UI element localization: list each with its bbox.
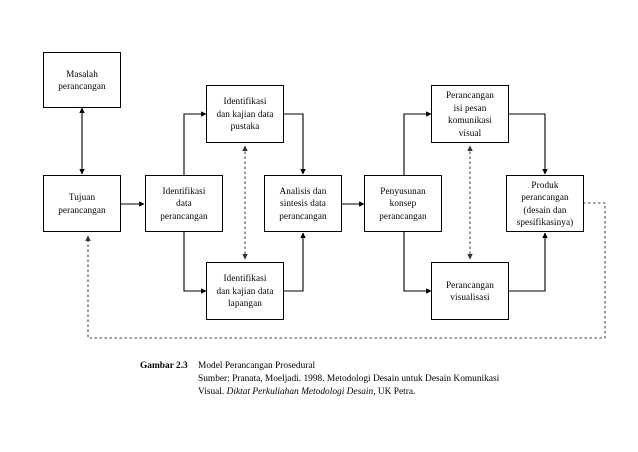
node-label: Tujuan perancangan: [58, 192, 106, 215]
caption-line-title: Gambar 2.3 Model Perancangan Prosedural: [140, 360, 560, 373]
connector-penyusunan-visualisasi: [403, 232, 432, 294]
node-identifikasi-kajian-data-pustaka: Identifikasi dan kajian data pustaka: [206, 85, 284, 143]
caption-source-prefix: Visual.: [198, 387, 227, 397]
node-label: Penyusunan konsep perancangan: [379, 185, 427, 221]
node-analisis-sintesis-data: Analisis dan sintesis data perancangan: [264, 175, 342, 232]
connector-isipesan-produk: [508, 113, 548, 175]
connector-identifikasi-lapangan: [183, 232, 207, 294]
connector-identifikasi-pustaka: [183, 111, 207, 175]
node-label: Analisis dan sintesis data perancangan: [279, 185, 327, 221]
node-produk-perancangan: Produk perancangan (desain dan spesifika…: [506, 175, 584, 232]
node-perancangan-isi-pesan: Perancangan isi pesan komunikasi visual: [431, 85, 509, 143]
connector-lapangan-analisis: [283, 232, 306, 292]
node-label: Masalah perancangan: [58, 68, 106, 92]
figure-caption: Gambar 2.3 Model Perancangan Prosedural S…: [140, 360, 560, 399]
node-label: Perancangan isi pesan komunikasi visual: [445, 90, 495, 138]
node-label: Perancangan visualisasi: [445, 279, 495, 303]
connector-dashed-feedback-loop: [85, 202, 606, 339]
node-tujuan-perancangan: Tujuan perancangan: [43, 175, 121, 232]
node-label: Identifikasi data perancangan: [160, 185, 208, 221]
caption-figure-number: Gambar 2.3: [140, 361, 188, 371]
caption-source-first: Sumber: Pranata, Moeljadi. 1998. Metodol…: [198, 374, 500, 384]
caption-title: Model Perancangan Prosedural: [198, 361, 316, 371]
node-label: Identifikasi dan kajian data pustaka: [216, 96, 274, 132]
connector-visualisasi-produk: [508, 232, 548, 292]
node-identifikasi-data-perancangan: Identifikasi data perancangan: [145, 175, 223, 232]
caption-line-source-2: Visual. Diktat Perkuliahan Metodologi De…: [140, 386, 560, 399]
connector-pustaka-analisis: [283, 113, 306, 175]
node-penyusunan-konsep-perancangan: Penyusunan konsep perancangan: [364, 175, 442, 232]
node-identifikasi-kajian-data-lapangan: Identifikasi dan kajian data lapangan: [206, 262, 284, 320]
node-masalah-perancangan: Masalah perancangan: [43, 52, 121, 108]
caption-source-italic-title: Diktat Perkuliahan Metodologi Desain: [226, 387, 374, 397]
caption-source-suffix: , UK Petra.: [373, 387, 416, 397]
caption-line-source-1: Sumber: Pranata, Moeljadi. 1998. Metodol…: [140, 373, 560, 386]
connector-penyusunan-isipesan: [403, 111, 432, 175]
node-label: Identifikasi dan kajian data lapangan: [216, 273, 274, 309]
node-label: Produk perancangan (desain dan spesifika…: [516, 179, 574, 228]
node-perancangan-visualisasi: Perancangan visualisasi: [431, 262, 509, 320]
